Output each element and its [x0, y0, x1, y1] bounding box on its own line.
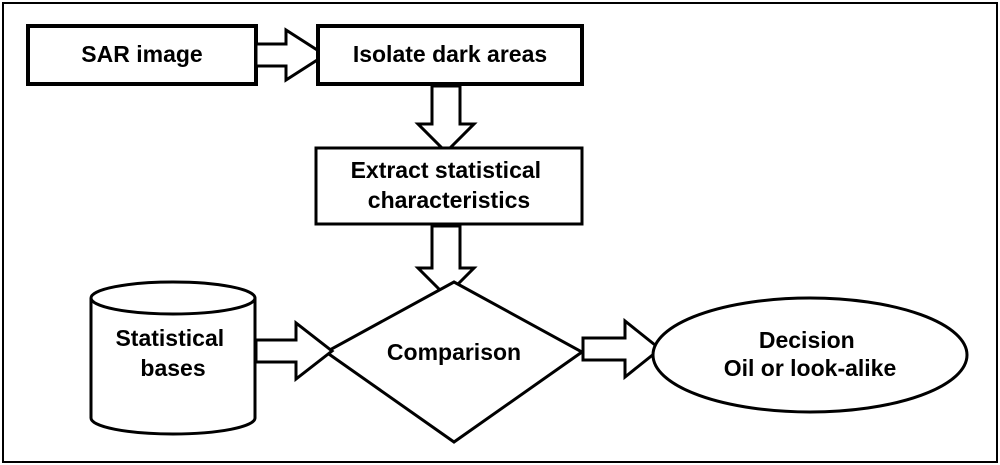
isolate-node: Isolate dark areas — [316, 24, 584, 86]
comparison-diamond — [323, 280, 585, 444]
database-cylinder-top — [89, 280, 257, 316]
isolate-box — [316, 24, 584, 86]
decision-node: Decision Oil or look-alike — [651, 296, 969, 414]
sar-image-node: SAR image — [26, 24, 258, 86]
isolate-label: Isolate dark areas — [353, 41, 547, 67]
comparison-node: Comparison — [323, 280, 585, 444]
decision-label: Decision Oil or look-alike — [724, 327, 897, 381]
arrow-isolate-to-extract — [414, 84, 478, 155]
arrow-sar-to-isolate — [254, 27, 328, 83]
arrow-extract-to-comparison — [414, 224, 478, 299]
arrow-comparison-to-decision — [581, 317, 663, 381]
extract-box — [314, 146, 584, 226]
extract-node: Extract statistical characteristics — [314, 146, 584, 226]
decision-label-line-1: Decision — [759, 327, 855, 353]
database-cylinder-body — [89, 298, 257, 436]
extract-label-line-2: characteristics — [368, 187, 530, 213]
statistical-bases-label: Statistical bases — [115, 325, 230, 381]
arrow-bases-to-comparison — [254, 319, 335, 383]
extract-label: Extract statistical characteristics — [351, 157, 548, 213]
decision-label-line-2: Oil or look-alike — [724, 355, 897, 381]
sar-image-label: SAR image — [81, 41, 202, 67]
sar-image-box — [26, 24, 258, 86]
extract-label-line-1: Extract statistical — [351, 157, 541, 183]
comparison-label: Comparison — [387, 339, 521, 365]
statistical-bases-node: Statistical bases — [89, 280, 257, 436]
statistical-bases-line-1: Statistical — [115, 325, 224, 351]
decision-ellipse — [651, 296, 969, 414]
statistical-bases-line-2: bases — [140, 355, 205, 381]
